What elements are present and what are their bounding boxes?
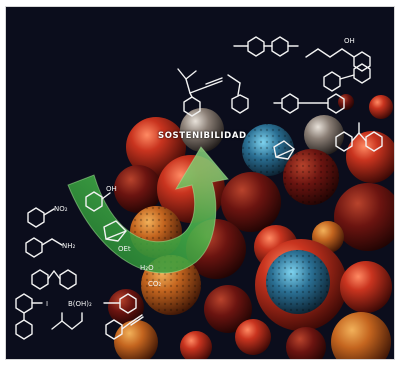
nitro-label: NO₂ <box>54 205 68 213</box>
chemical-structures <box>15 36 383 340</box>
oet-label: OEt <box>118 245 131 253</box>
amine-label: NH₂ <box>62 242 76 250</box>
artwork: H₂O CO₂ OH OH NO₂ NH₂ I B(OH)₂ OEt <box>6 7 394 359</box>
iodo-label: I <box>46 300 48 308</box>
co2-label: CO₂ <box>148 280 161 288</box>
boronic-label: B(OH)₂ <box>68 300 92 308</box>
chemical-labels: H₂O CO₂ OH OH NO₂ NH₂ I B(OH)₂ OEt <box>46 37 355 308</box>
sustainability-caption: SOSTENIBILIDAD <box>158 131 247 141</box>
hydroxyl-label-arrow: OH <box>106 185 117 193</box>
hydroxyl-label-top: OH <box>344 37 355 45</box>
green-arrow <box>67 146 229 274</box>
water-label: H₂O <box>140 264 154 272</box>
graphical-abstract: H₂O CO₂ OH OH NO₂ NH₂ I B(OH)₂ OEt SOSTE… <box>6 7 394 359</box>
